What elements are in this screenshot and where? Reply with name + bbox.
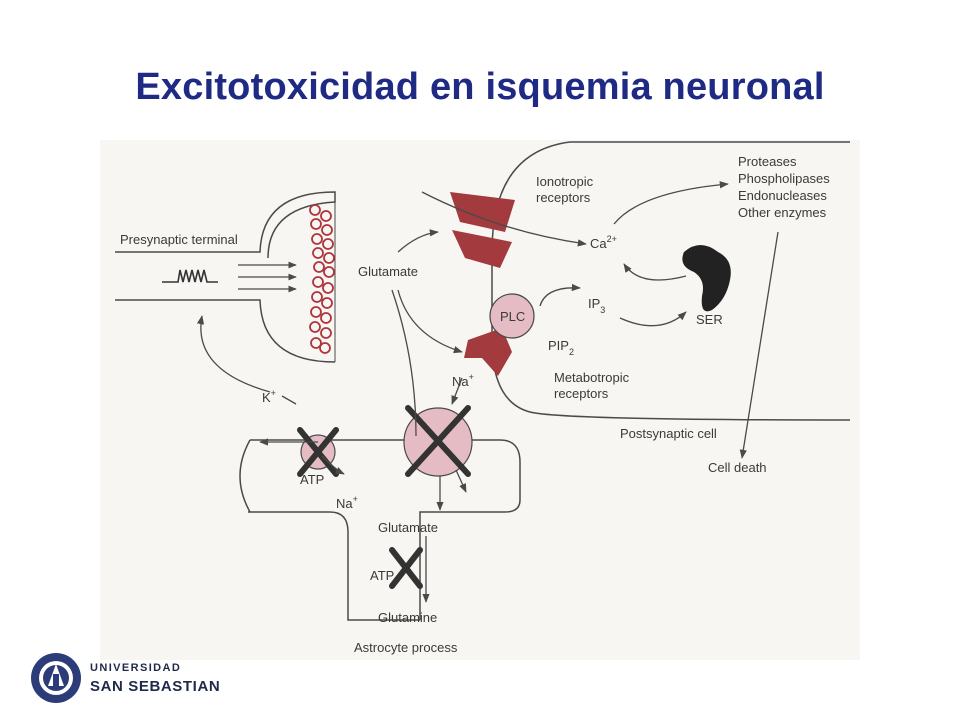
synaptic-vesicles [309, 204, 335, 354]
pathway-arrows [196, 181, 779, 603]
label-plc: PLC [500, 309, 525, 324]
excitotoxicity-diagram: Presynaptic terminal Glutamate Ionotropi… [100, 140, 860, 660]
label-na-top: Na+ [452, 372, 474, 389]
postsynaptic-cell-outline [491, 141, 851, 421]
label-enzyme-3: Endonucleases [738, 188, 827, 203]
label-metabotropic-line2: receptors [554, 386, 609, 401]
blocked-marks [297, 405, 471, 589]
label-pip2: PIP2 [548, 338, 574, 357]
label-ser: SER [696, 312, 723, 327]
action-potential-icon [162, 269, 218, 283]
enzyme-list: Proteases Phospholipases Endonucleases O… [738, 154, 830, 220]
label-glutamate-bottom: Glutamate [378, 520, 438, 535]
label-ca: Ca2+ [590, 234, 617, 251]
label-presynaptic-terminal: Presynaptic terminal [120, 232, 238, 247]
presynaptic-flow-arrows [238, 261, 297, 293]
metabotropic-receptor [464, 328, 512, 376]
label-ionotropic-line2: receptors [536, 190, 591, 205]
logo-line2: SAN SEBASTIAN [90, 678, 220, 695]
astrocyte-outline [248, 439, 521, 621]
university-seal-icon [31, 653, 81, 703]
label-postsynaptic-cell: Postsynaptic cell [620, 426, 717, 441]
logo-line1: UNIVERSIDAD [90, 662, 181, 674]
ser-organelle [682, 245, 731, 312]
diagram-background [100, 140, 860, 660]
label-na-bottom: Na+ [336, 494, 358, 511]
label-enzyme-2: Phospholipases [738, 171, 830, 186]
label-enzyme-1: Proteases [738, 154, 797, 169]
label-k: K+ [262, 388, 276, 405]
university-logo: UNIVERSIDAD SAN SEBASTIAN [31, 653, 220, 703]
label-metabotropic-line1: Metabotropic [554, 370, 630, 385]
label-ionotropic-line1: Ionotropic [536, 174, 594, 189]
ionotropic-receptors [450, 192, 515, 268]
label-cell-death: Cell death [708, 460, 767, 475]
label-atp-left: ATP [300, 472, 324, 487]
label-glutamine: Glutamine [378, 610, 437, 625]
slide-title: Excitotoxicidad en isquemia neuronal [135, 66, 825, 108]
label-ip3: IP3 [588, 296, 605, 315]
label-enzyme-4: Other enzymes [738, 205, 827, 220]
plc-enzyme [489, 293, 535, 339]
label-glutamate-top: Glutamate [358, 264, 418, 279]
label-astrocyte-process: Astrocyte process [354, 640, 458, 655]
label-atp-bottom: ATP [370, 568, 394, 583]
